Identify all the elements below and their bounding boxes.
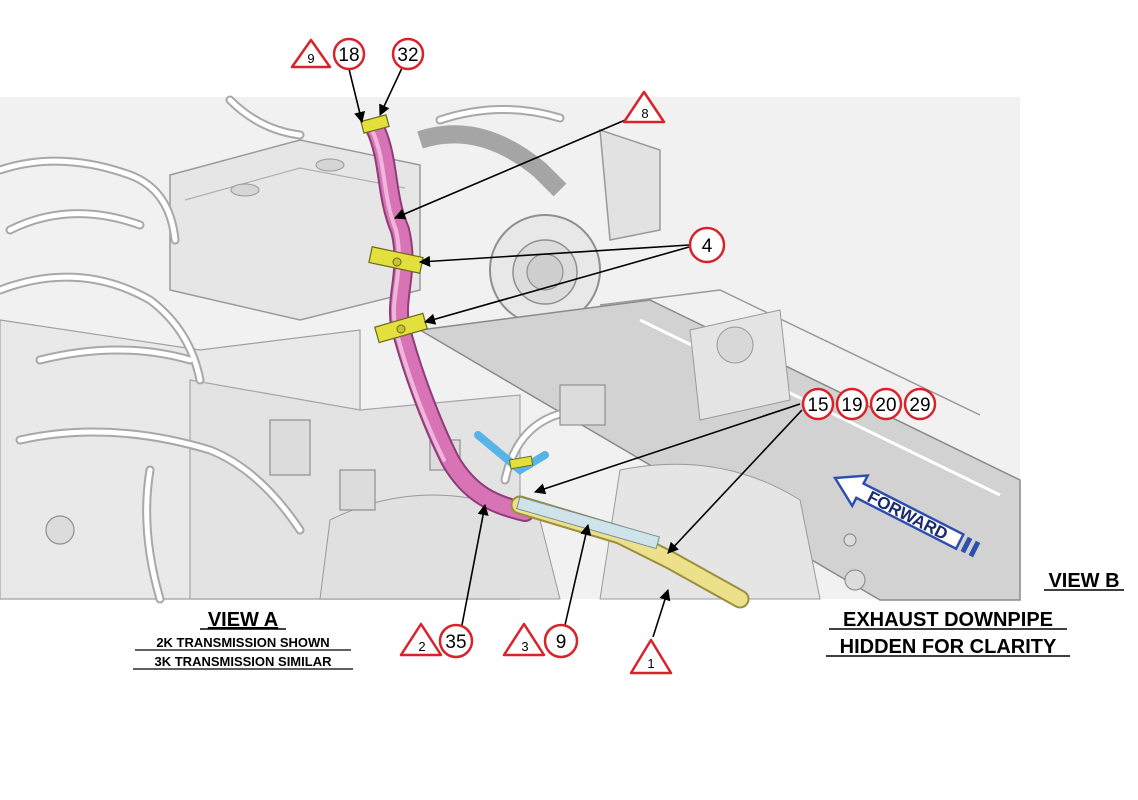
flag-9: 9 bbox=[290, 38, 332, 69]
callout-4: 4 bbox=[688, 226, 726, 264]
view-b-note-2: HIDDEN FOR CLARITY bbox=[840, 636, 1057, 658]
flag-1-label: 1 bbox=[647, 656, 654, 671]
callout-29: 29 bbox=[903, 387, 937, 421]
flag-2: 2 bbox=[399, 622, 443, 657]
view-a-title: VIEW A bbox=[208, 609, 278, 631]
clamp-top bbox=[360, 114, 390, 134]
callout-29-label: 29 bbox=[909, 395, 930, 416]
callout-15-label: 15 bbox=[807, 395, 828, 416]
callout-32-label: 32 bbox=[397, 45, 418, 66]
clamp-small bbox=[508, 455, 534, 470]
view-a-caption: VIEW A 2K TRANSMISSION SHOWN 3K TRANSMIS… bbox=[133, 609, 353, 670]
view-a-note-2: 3K TRANSMISSION SIMILAR bbox=[155, 654, 333, 669]
callout-4-label: 4 bbox=[702, 236, 713, 257]
wire-harness bbox=[510, 495, 750, 609]
callout-15: 15 bbox=[801, 387, 835, 421]
flag-8: 8 bbox=[622, 90, 666, 124]
flag-9-label: 9 bbox=[307, 51, 314, 66]
callout-9: 9 bbox=[543, 623, 579, 659]
view-b-caption: VIEW B EXHAUST DOWNPIPE HIDDEN FOR CLARI… bbox=[826, 570, 1124, 658]
callout-19-label: 19 bbox=[841, 395, 862, 416]
leader-lines bbox=[348, 67, 803, 638]
callout-20-label: 20 bbox=[875, 395, 896, 416]
engine-illustration bbox=[0, 95, 1021, 604]
view-b-note-1: EXHAUST DOWNPIPE bbox=[843, 609, 1053, 631]
hose-clamps bbox=[360, 114, 534, 470]
callout-32: 32 bbox=[391, 37, 425, 71]
callout-35: 35 bbox=[438, 623, 474, 659]
flag-3: 3 bbox=[502, 622, 546, 657]
callout-35-label: 35 bbox=[445, 632, 466, 653]
callout-19: 19 bbox=[835, 387, 869, 421]
flag-1: 1 bbox=[629, 638, 673, 675]
callout-20: 20 bbox=[869, 387, 903, 421]
flag-3-label: 3 bbox=[521, 639, 528, 654]
view-a-note-1: 2K TRANSMISSION SHOWN bbox=[156, 635, 329, 650]
callout-18-label: 18 bbox=[338, 45, 359, 66]
flag-2-label: 2 bbox=[418, 639, 425, 654]
callout-9-label: 9 bbox=[556, 632, 567, 653]
view-b-title: VIEW B bbox=[1048, 570, 1119, 592]
callout-18: 18 bbox=[332, 37, 366, 71]
flag-8-label: 8 bbox=[641, 106, 648, 121]
